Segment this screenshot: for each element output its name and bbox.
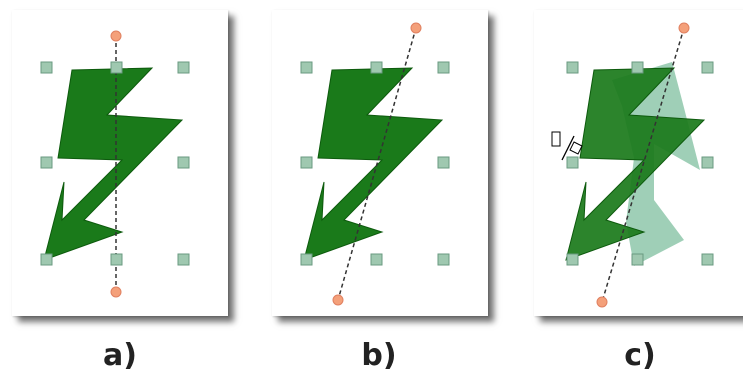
shape-editor-c [551,22,714,308]
resize-handle-middle-left[interactable] [40,156,53,169]
rotation-handle-top[interactable] [410,22,422,34]
rotate-cursor-icon [551,131,583,161]
resize-handle-middle-right[interactable] [701,156,714,169]
rotation-handle-bottom[interactable] [332,294,344,306]
resize-handle-bottom-left[interactable] [300,253,313,266]
rotation-axis-line [601,27,685,303]
resize-handle-middle-right[interactable] [177,156,190,169]
resize-handle-bottom-left[interactable] [566,253,579,266]
resize-handle-bottom-center[interactable] [370,253,383,266]
shape-editor-a [40,30,190,298]
caption-a: a) [103,338,137,373]
canvas-panel-c [534,10,743,316]
resize-handle-bottom-right[interactable] [177,253,190,266]
resize-handle-top-right[interactable] [437,61,450,74]
rotation-handle-bottom[interactable] [596,296,608,308]
lightning-arrow-icon[interactable] [43,67,184,261]
resize-handle-middle-left[interactable] [566,156,579,169]
resize-handle-top-center[interactable] [631,61,644,74]
caption-b: b) [361,338,397,373]
resize-handle-top-center[interactable] [370,61,383,74]
caption-c: c) [624,338,656,373]
shape-editor-b [300,22,450,306]
lightning-arrow-icon[interactable] [565,67,706,261]
resize-handle-top-right[interactable] [701,61,714,74]
resize-handle-middle-right[interactable] [437,156,450,169]
lightning-arrow-icon[interactable] [303,67,444,261]
resize-handle-bottom-left[interactable] [40,253,53,266]
lightning-arrow-ghost-icon [612,62,700,266]
rotation-handle-top[interactable] [678,22,690,34]
rotation-handle-bottom[interactable] [110,286,122,298]
resize-handle-top-right[interactable] [177,61,190,74]
resize-handle-bottom-right[interactable] [701,253,714,266]
rotation-handle-top[interactable] [110,30,122,42]
resize-handle-top-left[interactable] [566,61,579,74]
canvas-panel-a [12,10,228,316]
resize-handle-middle-left[interactable] [300,156,313,169]
canvas-panel-b [272,10,488,316]
resize-handle-top-left[interactable] [40,61,53,74]
resize-handle-bottom-right[interactable] [437,253,450,266]
resize-handle-bottom-center[interactable] [110,253,123,266]
resize-handle-top-left[interactable] [300,61,313,74]
rotation-axis-line [337,27,417,301]
resize-handle-bottom-center[interactable] [631,253,644,266]
resize-handle-top-center[interactable] [110,61,123,74]
